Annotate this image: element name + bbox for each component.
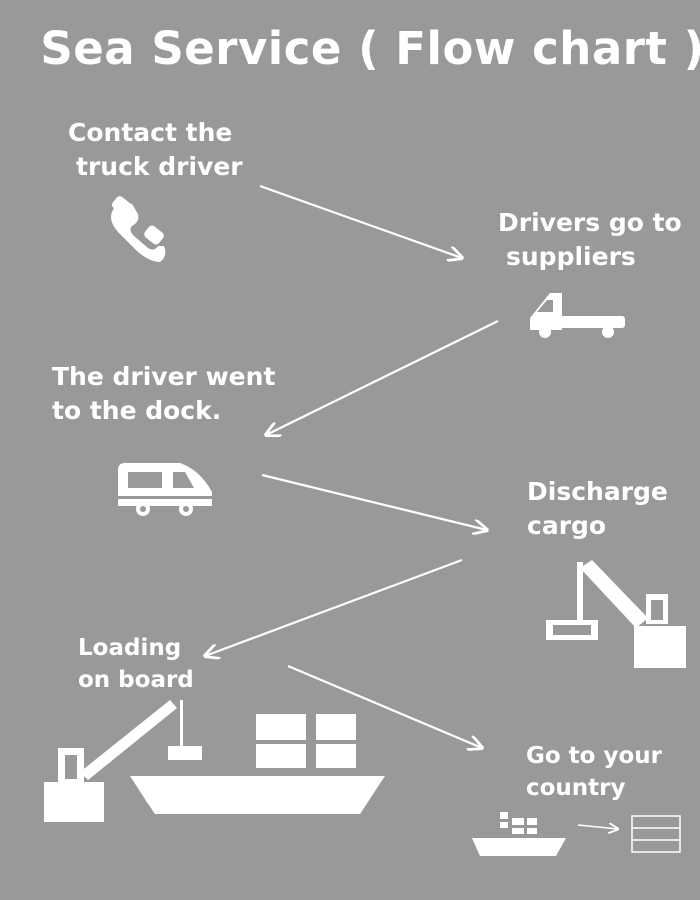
step-label-line: cargo bbox=[527, 511, 607, 540]
phone-icon bbox=[111, 196, 166, 262]
step-label-line: Go to your bbox=[526, 743, 663, 769]
step-label-line: on board bbox=[78, 667, 194, 693]
crane-icon bbox=[546, 560, 686, 668]
step-label-driver-dock: The driver went to the dock. bbox=[52, 360, 275, 428]
flow-arrow-3 bbox=[261, 473, 487, 530]
crane-loading-ship-icon bbox=[44, 700, 385, 822]
flow-arrow-5 bbox=[287, 664, 482, 748]
step-label-line: suppliers bbox=[506, 242, 636, 271]
step-label-discharge-cargo: Discharge cargo bbox=[527, 475, 668, 543]
flow-arrow-2 bbox=[266, 320, 499, 435]
step-label-line: Drivers go to bbox=[498, 208, 682, 237]
ship-to-destination-icon bbox=[472, 812, 681, 856]
flatbed-truck-icon bbox=[530, 293, 625, 338]
step-label-contact-driver: Contact the truck driver bbox=[68, 116, 243, 184]
flow-arrow-4 bbox=[205, 558, 463, 656]
step-label-line: Contact the bbox=[68, 118, 233, 147]
page-title: Sea Service ( Flow chart ) bbox=[40, 22, 700, 75]
step-label-line: truck driver bbox=[76, 152, 243, 181]
flow-arrow-1 bbox=[259, 184, 462, 258]
step-label-drivers-suppliers: Drivers go to suppliers bbox=[498, 206, 682, 274]
step-label-line: Loading bbox=[78, 635, 182, 661]
step-label-go-to-country: Go to your country bbox=[526, 740, 662, 804]
step-label-line: to the dock. bbox=[52, 396, 222, 425]
step-label-line: The driver went bbox=[52, 362, 276, 391]
step-label-line: Discharge bbox=[527, 477, 668, 506]
step-label-loading-on-board: Loading on board bbox=[78, 632, 194, 696]
van-icon bbox=[118, 463, 213, 516]
step-label-line: country bbox=[526, 775, 626, 801]
